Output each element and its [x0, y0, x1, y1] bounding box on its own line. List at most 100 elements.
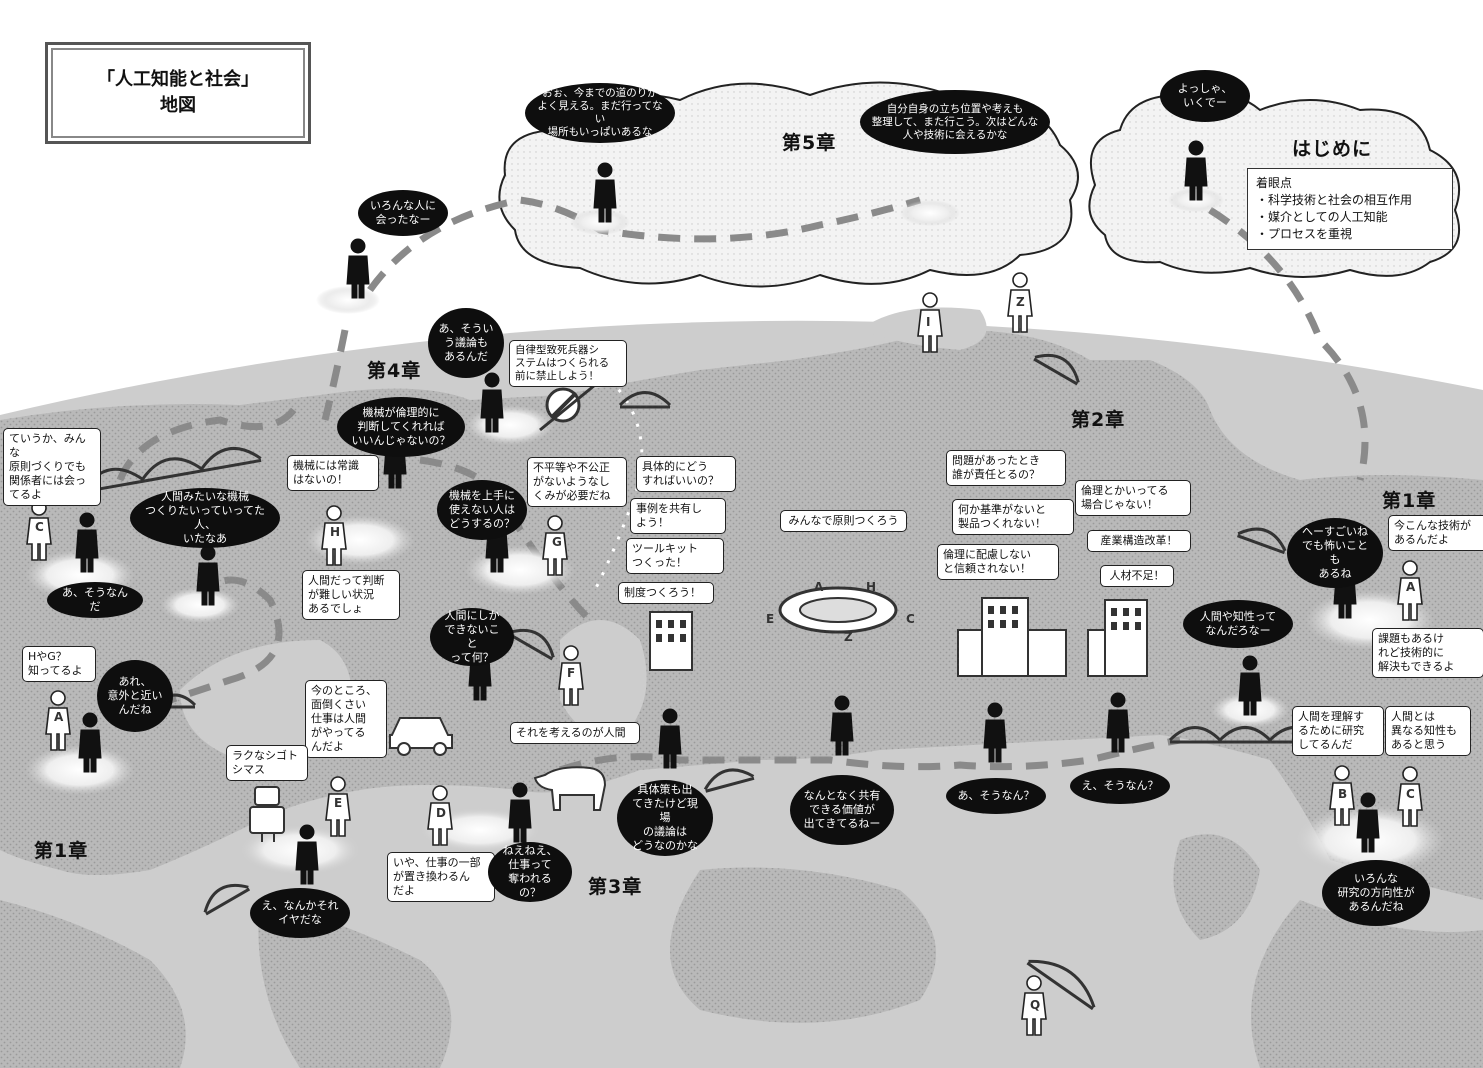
- ch4-weapons-box: 自律型致死兵器シ ステムはつくられる 前に禁止しよう！: [509, 340, 627, 387]
- chapter-3-label: 第3章: [588, 876, 643, 898]
- ch2-reform-box: 産業構造改革！: [1087, 530, 1191, 552]
- person-figure: [1184, 140, 1208, 201]
- ch4-system-box: 制度つくろう！: [618, 582, 714, 604]
- ch1r-tech-box: 今こんな技術が あるんだよ: [1388, 515, 1483, 551]
- character-letter-e: E: [334, 796, 343, 810]
- ch3-field-bubble: 具体策も出 てきたけど現場 の議論は どうなのかな: [617, 780, 713, 856]
- character-figure: [1397, 766, 1423, 827]
- character-letter-a: A: [814, 580, 824, 594]
- character-letter-c: C: [906, 612, 915, 626]
- person-figure: [78, 712, 102, 773]
- ch4-humans-too-box: 人間だって判断 が難しい状況 あるでしょ: [302, 570, 400, 620]
- ch2-trust-box: 倫理に配慮しない と信頼されない！: [937, 544, 1059, 580]
- ch3-bothersome-box: 今のところ、 面倒くさい 仕事は人間 がやってる んだよ: [305, 680, 387, 758]
- character-figure: [1397, 560, 1423, 621]
- ch4-share-box: 事例を共有し よう！: [630, 498, 726, 534]
- character-figure: [45, 690, 71, 751]
- character-letter-b: B: [1338, 787, 1348, 801]
- ch2-ethics-time-box: 倫理とかいってる 場合じゃない！: [1075, 480, 1191, 516]
- ch3-dislike-bubble: え、なんかそれ イヤだな: [250, 888, 350, 938]
- character-letter-f: F: [567, 666, 576, 680]
- character-letter-c: C: [35, 520, 44, 534]
- character-figure: [917, 292, 943, 353]
- person-figure: [346, 238, 370, 299]
- character-figure: [325, 776, 351, 837]
- person-figure: [1238, 655, 1262, 716]
- character-letter-z: Z: [844, 630, 853, 644]
- ch4-that-debate-bubble: あ、そうい う議論も あるんだ: [428, 308, 504, 378]
- ch4-concrete-box: 具体的にどう すればいいの？: [636, 456, 736, 492]
- character-letter-d: D: [436, 806, 446, 820]
- intro-label: はじめに: [1292, 138, 1373, 160]
- character-letter-i: I: [926, 315, 931, 329]
- person-figure: [295, 824, 319, 885]
- person-figure: [196, 545, 220, 606]
- ch1r-directions-bubble: いろんな 研究の方向性が あるんだね: [1322, 860, 1430, 926]
- ch4-only-humans-bubble: 人間にしか できないこと って何？: [430, 608, 514, 666]
- ch2-shared-value-bubble: なんとなく共有 できる価値が 出てきてるねー: [790, 775, 894, 845]
- ch1r-what-human-bubble: 人間や知性って なんだろなー: [1183, 600, 1293, 648]
- ch1-close-bubble: あれ、 意外と近い んだね: [97, 660, 173, 732]
- character-letter-h: H: [866, 580, 877, 594]
- character-letter-a: A: [54, 710, 64, 724]
- character-letter-g: G: [552, 535, 562, 549]
- ch4-unfair-box: 不平等や不公正 がないようなし くみが必要だね: [527, 457, 627, 507]
- chapter-1-right-label: 第1章: [1382, 490, 1437, 512]
- ch1r-research-box: 人間を理解す るために研究 してるんだ: [1292, 706, 1384, 756]
- ch2-oh-really-bubble: あ、そうなん？: [946, 778, 1046, 814]
- ch4-cant-use-bubble: 機械を上手に 使えない人は どうするの？: [437, 480, 527, 540]
- person-figure: [983, 702, 1007, 763]
- ch4-think-human-box: それを考えるのが人間: [510, 722, 640, 744]
- character-figure: [558, 645, 584, 706]
- ch5-telescope-bubble: おぉ、今までの道のりが よく見える。まだ行ってない 場所もいっぱいあるな: [525, 83, 675, 143]
- chapter-2-label: 第2章: [1071, 409, 1126, 431]
- ch5-sitting-bubble: 自分自身の立ち位置や考えも 整理して、また行こう。次はどんな 人や技術に会えるか…: [860, 90, 1050, 154]
- ch2-shortage-box: 人材不足！: [1100, 565, 1174, 587]
- person-figure: [480, 372, 504, 433]
- person-figure: [508, 782, 532, 843]
- character-figure: [26, 500, 52, 561]
- ch4-want-machine-bubble: 人間みたいな機械 つくりたいっていってた人、 いたなあ: [130, 488, 280, 548]
- ch1-principles-talk-box: ていうか、みんな 原則づくりでも 関係者には会っ てるよ: [3, 428, 101, 506]
- character-figure: [1021, 975, 1047, 1036]
- ch2-principles-box: みんなで原則つくろう: [780, 510, 907, 532]
- ch3-replaced-box: いや、仕事の一部 が置き換わるん だよ: [387, 852, 495, 902]
- ch2-standard-box: 何か基準がないと 製品つくれない！: [952, 499, 1074, 535]
- character-figure: [321, 505, 347, 566]
- person-figure: [75, 512, 99, 573]
- character-figure: [1329, 765, 1355, 826]
- character-letter-q: Q: [1030, 998, 1041, 1012]
- person-figure: [1106, 692, 1130, 753]
- ch1-i-see-bubble: あ、そうなんだ: [47, 582, 143, 618]
- ch2-eh-really-bubble: え、そうなん？: [1070, 768, 1170, 804]
- map-title: 「人工知能と社会」 地図: [45, 42, 311, 144]
- person-figure: [658, 708, 682, 769]
- focus-points-box: 着眼点 ・科学技術と社会の相互作用 ・媒介としての人工知能 ・プロセスを重視: [1247, 168, 1453, 250]
- ch3-easy-job-box: ラクなシゴト シマス: [226, 745, 308, 781]
- chapter-4-label: 第4章: [367, 360, 422, 382]
- person-figure: [1356, 792, 1380, 853]
- character-figure: [542, 515, 568, 576]
- ch4-common-sense-box: 機械には常識 はないの！: [287, 455, 379, 491]
- person-figure: [830, 695, 854, 756]
- character-letter-h: H: [330, 525, 341, 539]
- ch1-know-hg-box: HやG？ 知ってるよ: [22, 646, 96, 682]
- ch4-toolkit-box: ツールキット つくった！: [626, 538, 724, 574]
- chapter-5-label: 第5章: [782, 132, 837, 154]
- character-letter-z: Z: [1016, 295, 1025, 309]
- transit-bubble: いろんな人に 会ったなー: [358, 190, 448, 236]
- ch1r-different-box: 人間とは 異なる知性も あると思う: [1385, 706, 1471, 756]
- character-letter-e: E: [766, 612, 775, 626]
- character-figure: [427, 785, 453, 846]
- ch4-ethics-machine-bubble: 機械が倫理的に 判断してくれれば いいんじゃないの？: [337, 397, 465, 457]
- character-figure: [1007, 272, 1033, 333]
- map-title-line2: 地図: [160, 95, 196, 116]
- intro-bubble: よっしゃ、 いくでー: [1160, 70, 1250, 122]
- ch1r-problems-box: 課題もあるけ れど技術的に 解決もできるよ: [1372, 628, 1483, 678]
- map-title-line1: 「人工知能と社会」: [97, 69, 259, 90]
- character-letter-c: C: [1406, 787, 1415, 801]
- character-letter-a: A: [1406, 580, 1416, 594]
- ch3-stolen-bubble: ねえねえ、 仕事って 奪われるの？: [488, 842, 572, 902]
- ch1r-scary-bubble: へーすごいね でも怖いことも あるね: [1287, 518, 1383, 588]
- ch2-responsibility-box: 問題があったとき 誰が責任とるの？: [946, 450, 1066, 486]
